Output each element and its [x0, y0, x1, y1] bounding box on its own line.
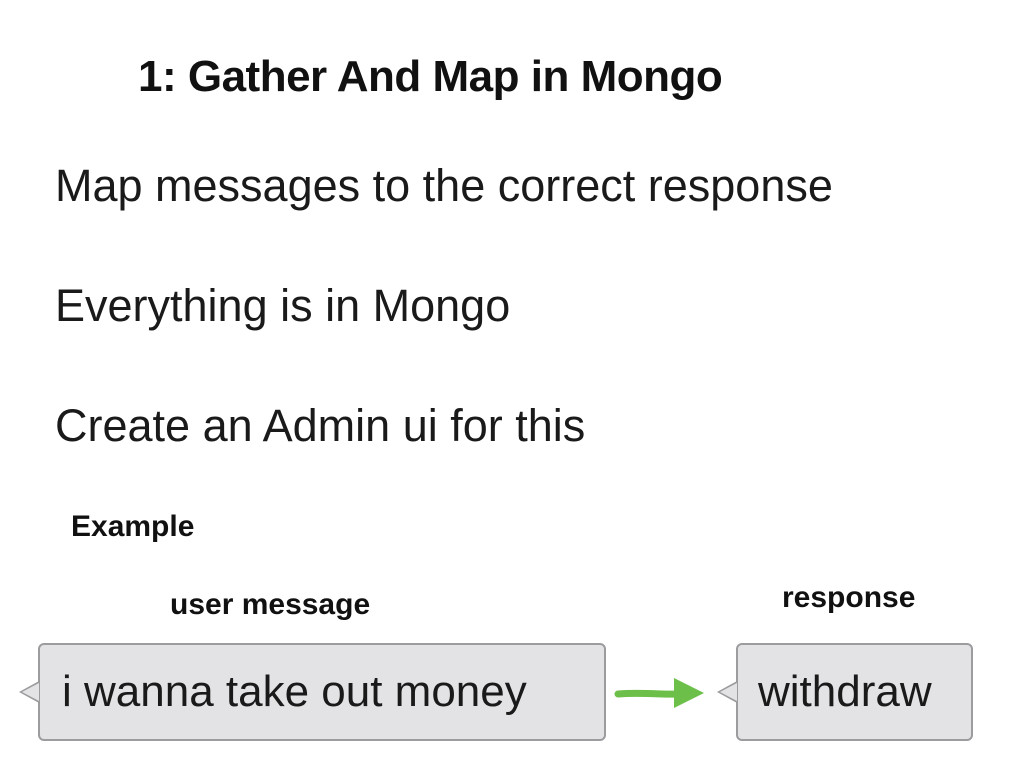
example-label: Example	[71, 510, 195, 543]
bullet-everything-in-mongo: Everything is in Mongo	[55, 280, 511, 331]
bubble-tail	[717, 681, 737, 703]
bullet-map-messages: Map messages to the correct response	[55, 160, 833, 211]
response-text: withdraw	[758, 667, 932, 716]
bullet-admin-ui: Create an Admin ui for this	[55, 400, 586, 451]
response-bubble: withdraw	[717, 643, 973, 741]
user-message-text: i wanna take out money	[62, 667, 527, 716]
right-arrow-icon	[614, 678, 704, 708]
user-message-bubble: i wanna take out money	[19, 643, 606, 741]
user-message-label: user message	[170, 588, 371, 621]
bubble-tail	[19, 681, 39, 703]
response-label: response	[782, 581, 916, 614]
slide-title: 1: Gather And Map in Mongo	[138, 52, 723, 101]
